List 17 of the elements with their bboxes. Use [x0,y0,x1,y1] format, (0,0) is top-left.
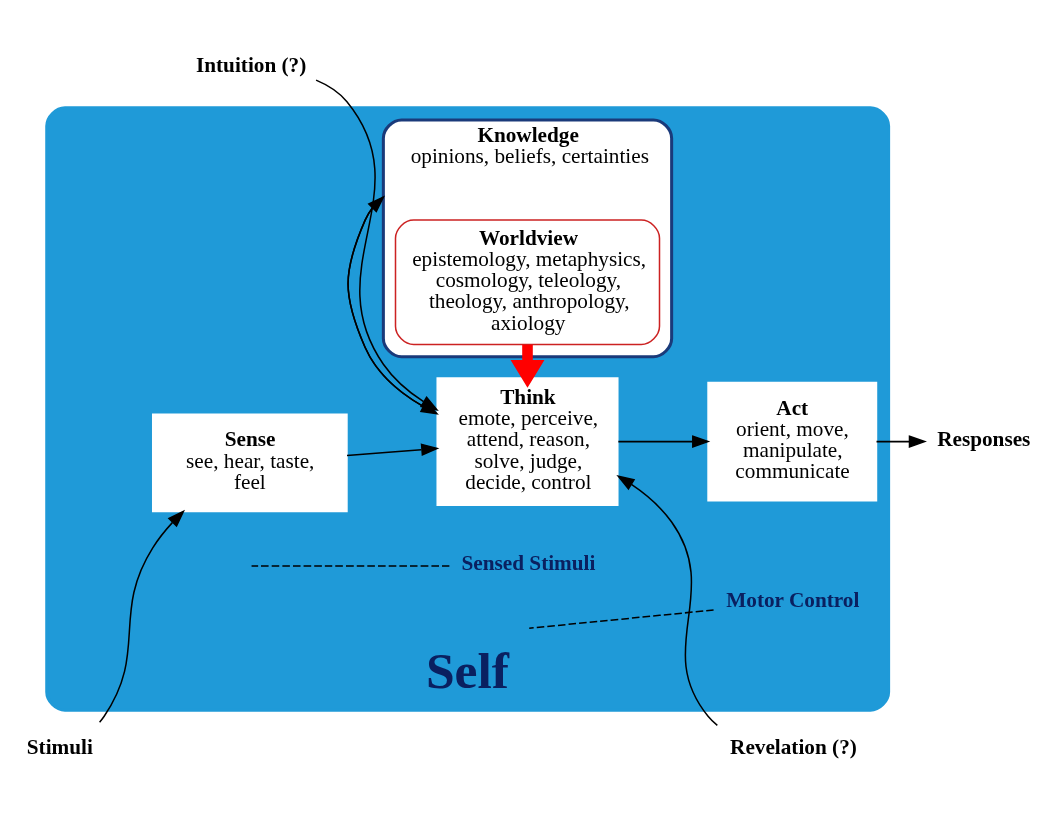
node-text: Intuition (?) [195,52,307,77]
node-text: Responses [937,426,1031,451]
node-box: Act orient, move, manipulate, communicate [707,381,878,502]
node-text: Sensed Stimuli [461,550,596,575]
arrow [510,344,545,388]
arrow [616,474,719,726]
node-box: Worldview epistemology, metaphysics, cosmology, teleology, theology, anthropology, axiology [394,218,661,345]
node-text: Stimuli [26,734,93,759]
connector [528,608,715,629]
node-text: Revelation (?) [730,734,857,759]
arrow [617,434,711,448]
node-box: Sense see, hear, taste, feel [152,413,348,512]
arrow [346,442,440,456]
node-box: Think emote, perceive, attend, reason, solve, judge, decide, control [436,376,619,506]
node-text: Motor Control [726,587,860,612]
arrow [875,434,927,448]
connector [250,564,451,567]
